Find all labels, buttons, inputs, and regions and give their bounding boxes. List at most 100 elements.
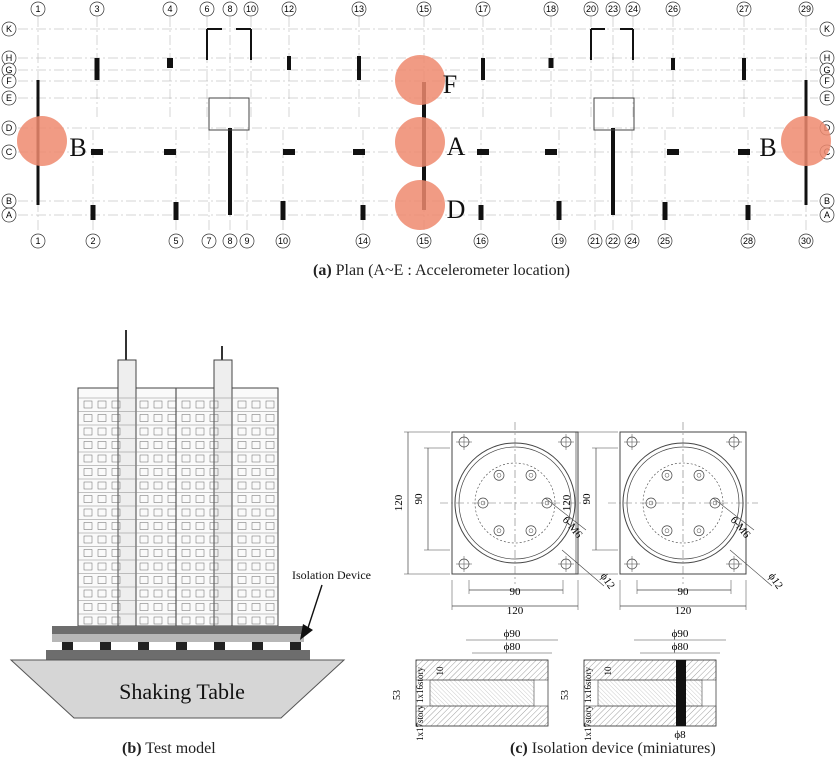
building-window (195, 414, 205, 422)
bolt-hole (661, 469, 673, 481)
left-dim-inner-horizontal: 90 (510, 586, 522, 598)
isolation-layer-band (52, 634, 304, 642)
building-window (83, 427, 93, 436)
plan-col-bubble-top (475, 1, 491, 17)
isolation-bearing (176, 642, 187, 650)
building-window (181, 441, 191, 449)
building-window (251, 616, 261, 625)
building-window (237, 535, 247, 544)
building-window (181, 562, 191, 571)
building-window (111, 522, 121, 530)
building-window (195, 427, 205, 436)
plan-row-bubble-right (819, 90, 835, 106)
building-window (111, 427, 121, 436)
right-section-17story: 1x17story (583, 705, 593, 741)
building-window (195, 454, 205, 463)
building-window (251, 427, 261, 436)
building-window (265, 549, 275, 557)
plan-col-bubble-top (543, 1, 559, 17)
isolation-bearing (138, 642, 149, 650)
plan-row-label-right: F (824, 76, 830, 86)
building-window (209, 441, 219, 449)
bolt-hole (477, 497, 489, 509)
building-window (237, 481, 247, 490)
accelerometer-marker (395, 55, 445, 105)
plan-col-bubble-top (605, 1, 621, 17)
building-window (153, 414, 163, 422)
plan-col-label-bottom: 9 (244, 236, 249, 246)
plan-col-bubble-top (89, 1, 105, 17)
isolation-bearing (214, 642, 225, 650)
accelerometer-marker (395, 117, 445, 167)
building-window (181, 400, 191, 409)
building-window (209, 549, 219, 557)
building-window (139, 454, 149, 463)
bolt-hole-inner (480, 500, 486, 506)
building-window (153, 508, 163, 517)
building-window (153, 589, 163, 598)
plan-col-bubble-top (162, 1, 178, 17)
left-section-height: 53 (392, 690, 403, 700)
accelerometer-label: D (447, 195, 466, 224)
building-window (237, 603, 247, 611)
plan-row-label-left: D (6, 123, 13, 133)
plan-row-bubble-left (1, 120, 17, 136)
plan-col-label-top: 4 (167, 4, 172, 14)
building-stair-left (117, 359, 137, 627)
plan-col-label-top: 3 (94, 4, 99, 14)
plan-row-label-left: B (6, 196, 12, 206)
plan-col-label-bottom: 24 (627, 236, 637, 246)
model-caption-text: Test model (145, 740, 216, 757)
building-window (265, 522, 275, 530)
right-section-d-outer: ϕ90 (672, 628, 689, 640)
building-window (97, 481, 107, 490)
plan-col-label-bottom: 21 (590, 236, 600, 246)
building-window (111, 603, 121, 611)
building-window (111, 549, 121, 557)
building-window (265, 616, 275, 625)
building-window (195, 495, 205, 503)
building-window (139, 441, 149, 449)
plan-caption-text: Plan (A~E : Accelerometer location) (335, 262, 570, 279)
building-window (83, 400, 93, 409)
plan-row-label-left: F (6, 76, 12, 86)
plan-core (593, 97, 635, 131)
bolt-hole (709, 497, 721, 509)
plan-col-label-top: 1 (35, 4, 40, 14)
accelerometer-marker (781, 116, 831, 166)
bolt-hole-inner (528, 528, 534, 533)
right-section-core: ϕ8 (674, 729, 686, 740)
building-window (251, 589, 261, 598)
right-dim-outer-vertical: 120 (561, 494, 573, 511)
plan-col-bubble-bottom (624, 233, 640, 249)
isolation-device-label: Isolation Device (292, 568, 371, 582)
building-window (181, 481, 191, 490)
building-window (111, 576, 121, 584)
plan-column (353, 149, 365, 155)
left-dim-outer-vertical: 120 (393, 494, 405, 511)
plan-col-label-bottom: 2 (90, 236, 95, 246)
building-window (265, 481, 275, 490)
building-window (83, 441, 93, 449)
plan-col-bubble-top (736, 1, 752, 17)
shaking-table-shape (9, 659, 346, 719)
plan-col-label-top: 6 (204, 4, 209, 14)
plan-row-label-left: H (6, 53, 13, 63)
building-window (181, 508, 191, 517)
isolation-arrow-head (300, 624, 313, 640)
building-window (97, 616, 107, 625)
right-section-height: 53 (560, 690, 571, 700)
building-window (181, 576, 191, 584)
building-window (237, 468, 247, 476)
plan-col-bubble-bottom (551, 233, 567, 249)
building-window (97, 522, 107, 530)
building-window (195, 400, 205, 409)
building-elevation (77, 330, 279, 627)
building-window (181, 603, 191, 611)
isolation-device-left: 120 90 90 120 6-M6 ϕ12 ϕ90 ϕ80 53 10 1x1… (392, 422, 617, 740)
building-window (237, 589, 247, 598)
plan-col-bubble-bottom (657, 233, 673, 249)
building-window (209, 454, 219, 463)
building-window (83, 616, 93, 625)
